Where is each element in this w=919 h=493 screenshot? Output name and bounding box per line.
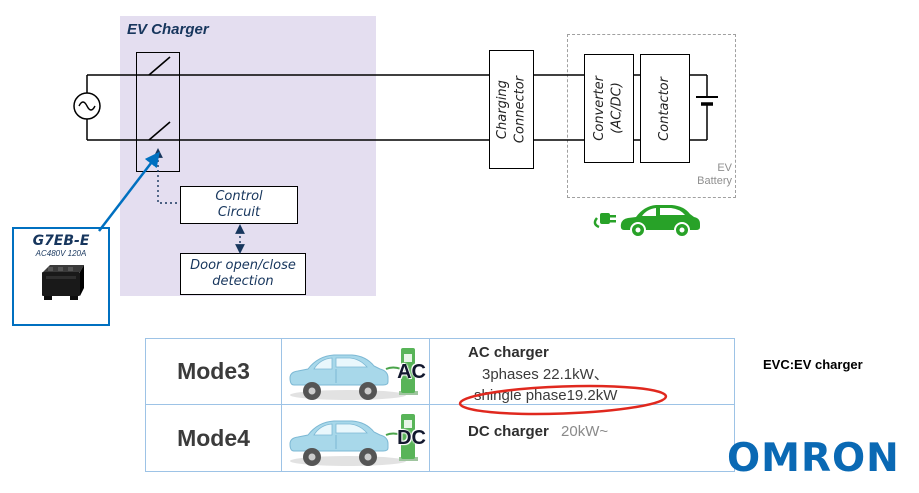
ev-system-dashed-box — [567, 34, 736, 198]
relay-spec-label: AC480V 120A — [35, 249, 87, 258]
ac-badge: AC — [397, 361, 426, 383]
charging-connector-box: Charging Connector — [489, 50, 534, 169]
ev-charger-title: EV Charger — [127, 21, 209, 38]
mode3-description: AC charger 3phases 22.1kW、 shingle phase… — [430, 339, 734, 405]
ac-charger-line1: 3phases 22.1kW、 — [482, 366, 609, 383]
mode3-label: Mode3 — [146, 339, 282, 405]
contactor-box: Contactor — [640, 54, 690, 163]
ac-charger-line2: shingle phase19.2kW — [474, 387, 618, 404]
contactor-label: Contactor — [657, 76, 673, 141]
control-circuit-box: Control Circuit — [180, 186, 298, 224]
door-detection-box: Door open/close detection — [180, 253, 306, 295]
charging-connector-label: Charging Connector — [494, 75, 528, 144]
evc-note: EVC:EV charger — [763, 357, 863, 372]
mode4-car-photo: DC — [282, 405, 430, 471]
ac-car-image — [289, 348, 418, 400]
battery-icon — [696, 75, 718, 140]
relay-callout-box: G7EB-E AC480V 120A — [12, 227, 110, 326]
relay-photo — [42, 265, 84, 300]
ev-battery-label: EV Battery — [697, 162, 732, 187]
dc-charger-detail: 20kW~ — [561, 423, 609, 440]
ac-charger-title: AC charger — [468, 344, 549, 361]
modes-table: Mode3 AC AC charger 3pha — [145, 338, 735, 472]
dc-car-image — [289, 414, 418, 466]
converter-box: Converter (AC/DC) — [584, 54, 634, 163]
relay-model-label: G7EB-E — [32, 233, 90, 249]
dc-badge: DC — [397, 427, 426, 449]
mode3-car-photo: AC — [282, 339, 430, 405]
omron-logo: OMRON — [727, 436, 900, 481]
main-switch-box — [136, 52, 180, 172]
dc-charger-title: DC charger — [468, 423, 549, 440]
converter-label: Converter (AC/DC) — [592, 76, 625, 141]
mode4-label: Mode4 — [146, 405, 282, 471]
mode4-description: DC charger 20kW~ — [430, 405, 734, 471]
